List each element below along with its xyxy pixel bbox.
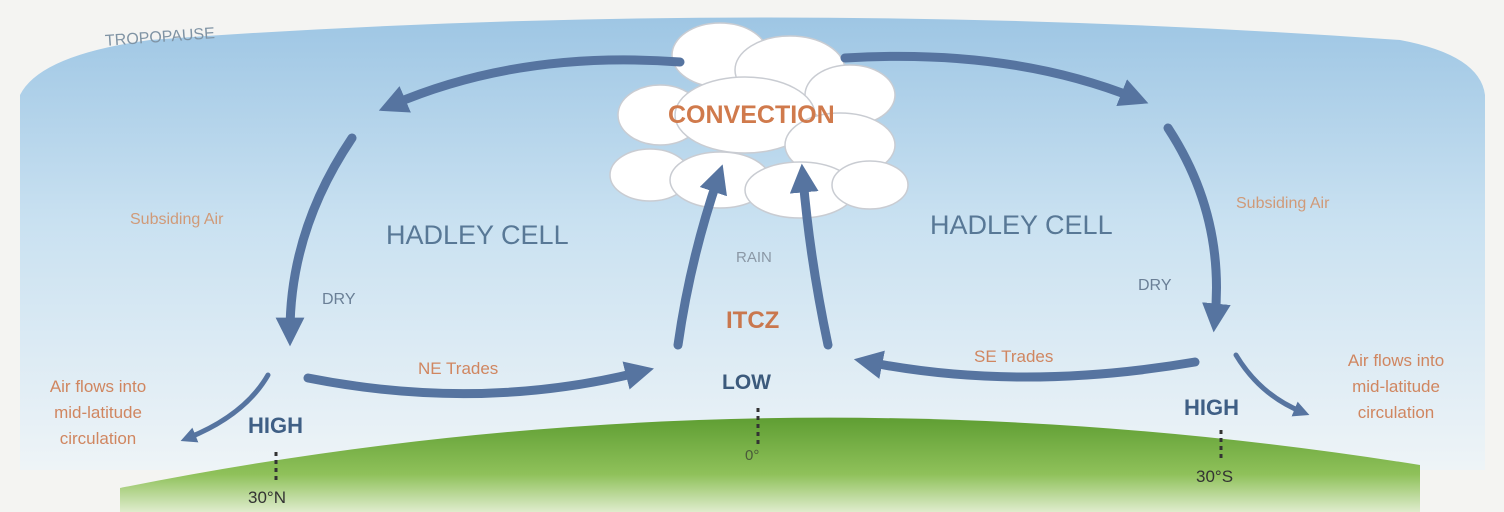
- right-rising-arrow: [789, 163, 833, 350]
- itcz-label: ITCZ: [726, 307, 780, 334]
- ground-surface: [120, 417, 1420, 512]
- left-subsiding-arrow: [275, 133, 357, 347]
- upper-right-outflow-arrow: [840, 51, 1149, 107]
- right-dry-label: DRY: [1138, 277, 1172, 294]
- left-dry-label: DRY: [322, 291, 356, 308]
- right-subsiding-air-label: Subsiding Air: [1236, 195, 1330, 212]
- right-outflow-line-2: mid-latitude: [1352, 377, 1440, 396]
- left-outflow-line-1: Air flows into: [49, 377, 147, 396]
- equator-label: 0°: [745, 447, 760, 464]
- mid-latitude-outflow-arrows: [180, 352, 1310, 443]
- rain-label: RAIN: [736, 249, 772, 266]
- upper-left-outflow-arrow: [378, 55, 685, 113]
- latitude-30n-label: 30°N: [248, 488, 286, 507]
- circulation-arrows: [275, 51, 1231, 399]
- right-subsiding-arrow: [1163, 123, 1231, 333]
- ne-trades-label: NE Trades: [418, 359, 499, 378]
- right-outflow-line-1: Air flows into: [1347, 351, 1445, 370]
- right-hadley-cell-label: HADLEY CELL: [930, 210, 1113, 240]
- right-outflow-line-3: circulation: [1357, 403, 1435, 422]
- left-outflow-line-2: mid-latitude: [54, 403, 142, 422]
- se-trades-label: SE Trades: [974, 347, 1054, 366]
- latitude-ticks: [274, 408, 1223, 480]
- left-rising-arrow: [673, 164, 727, 350]
- left-outflow-line-3: circulation: [59, 429, 137, 448]
- convection-label: CONVECTION: [668, 101, 835, 129]
- ne-trades-arrow: [303, 361, 654, 399]
- right-outflow-text: Air flows into mid-latitude circulation: [1316, 348, 1476, 426]
- right-high-label: HIGH: [1184, 395, 1239, 420]
- left-subsiding-air-label: Subsiding Air: [130, 211, 224, 228]
- right-outflow-arrow: [1233, 352, 1310, 417]
- left-outflow-text: Air flows into mid-latitude circulation: [18, 374, 178, 452]
- sky-dome: [20, 17, 1485, 470]
- left-high-label: HIGH: [248, 413, 303, 438]
- latitude-30s-label: 30°S: [1196, 467, 1234, 486]
- left-outflow-arrow: [180, 372, 271, 443]
- left-hadley-cell-label: HADLEY CELL: [386, 220, 569, 250]
- se-trades-arrow: [853, 350, 1200, 382]
- low-label: LOW: [722, 371, 771, 394]
